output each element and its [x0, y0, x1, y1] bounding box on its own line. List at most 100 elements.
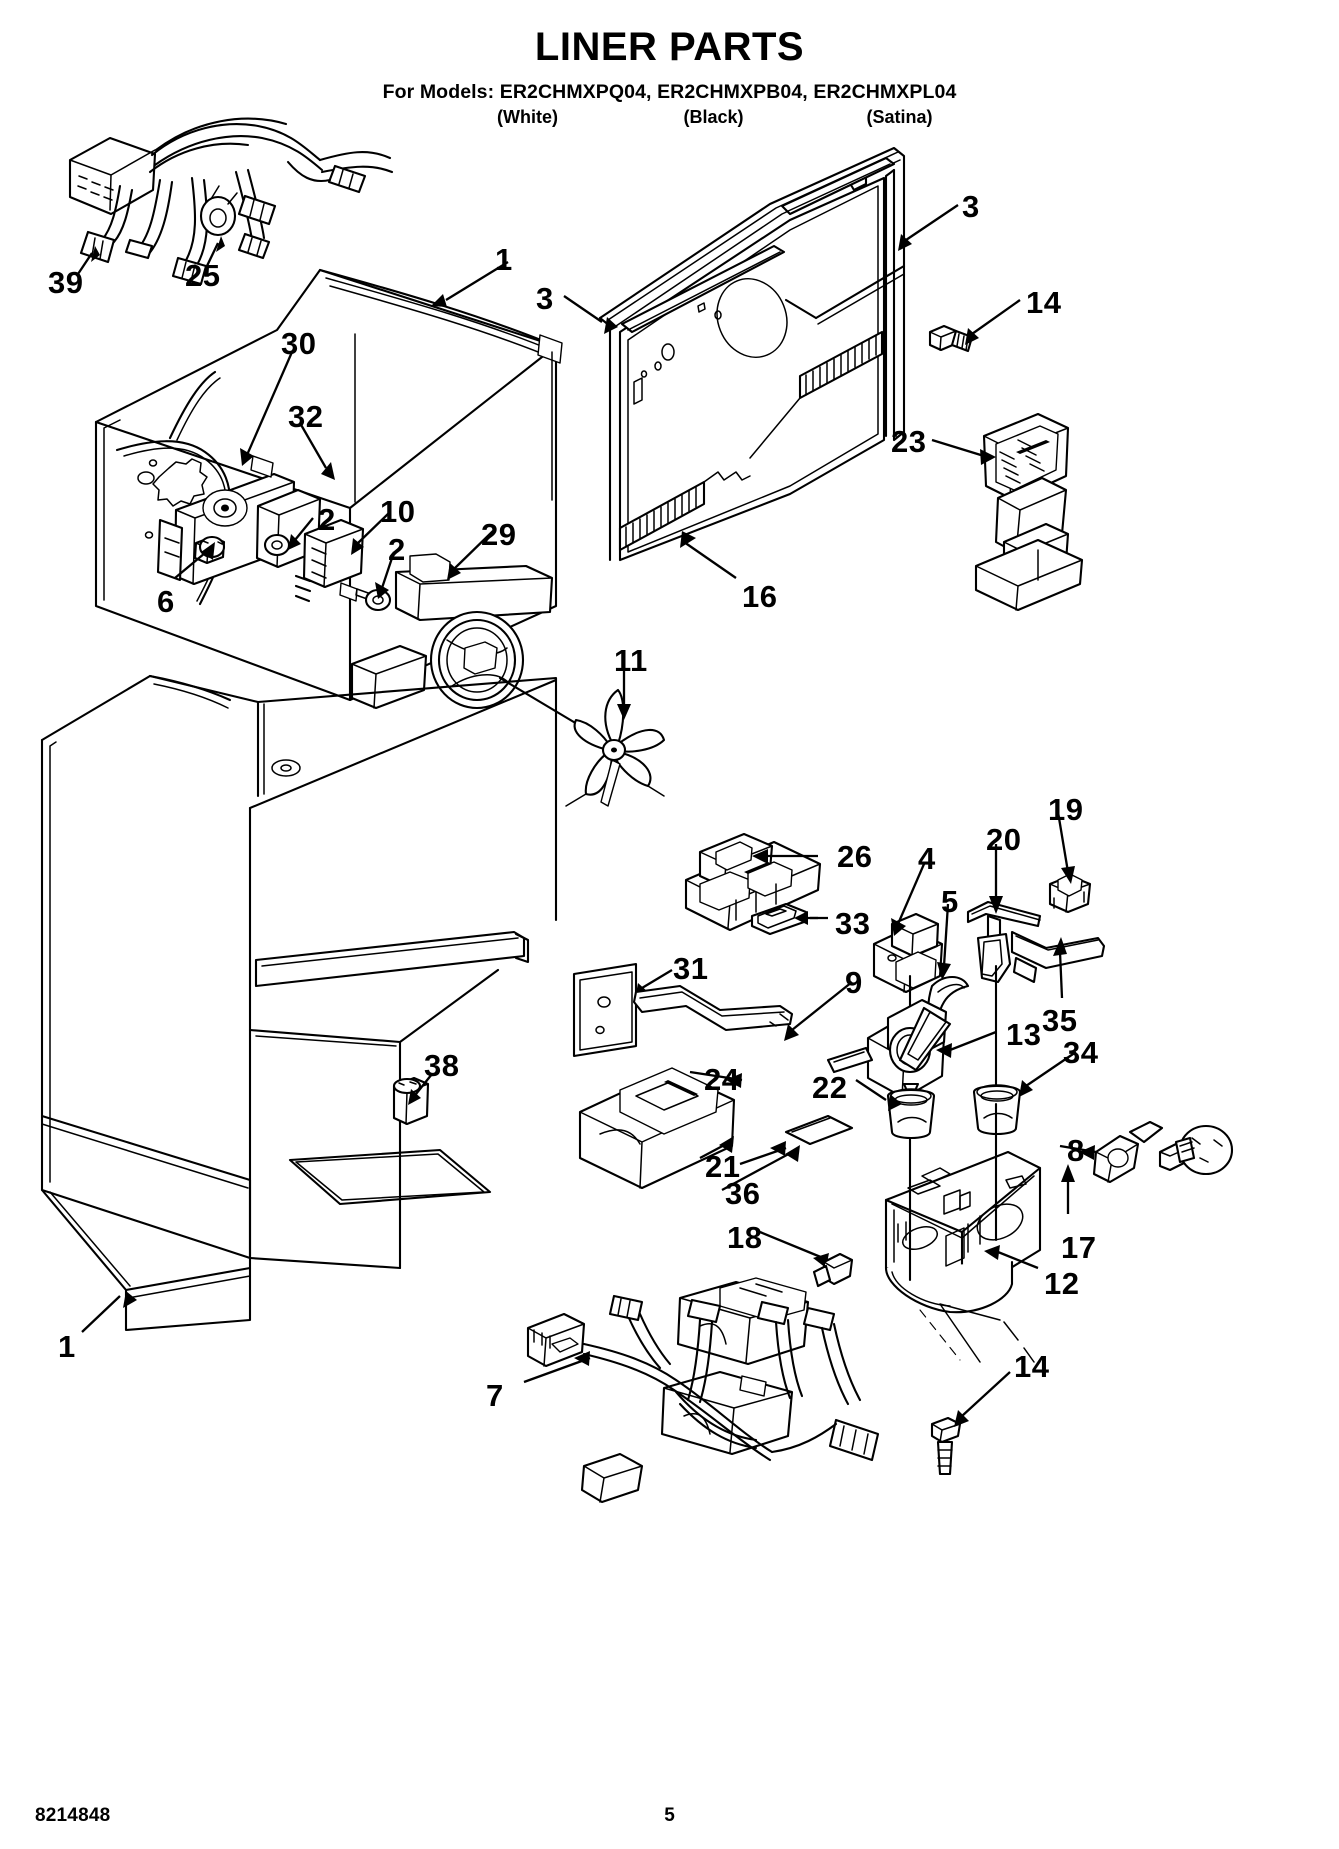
callout-1-upper: 1: [495, 242, 513, 277]
bulb-8: [1094, 1122, 1232, 1182]
leader-9: [792, 982, 852, 1030]
callout-38: 38: [424, 1048, 460, 1083]
ice-ejector-13: [828, 1000, 950, 1160]
page-footer: 8214848 5: [0, 1779, 1339, 1849]
bracket-9: [634, 986, 792, 1030]
module-4: [874, 914, 942, 1122]
leader-18: [760, 1232, 828, 1260]
leader-3-right: [906, 205, 958, 240]
plate-31: [574, 964, 636, 1056]
rear-panel-assembly: [600, 148, 904, 560]
document-number: 8214848: [35, 1805, 111, 1826]
color-label-black: (Black): [683, 107, 744, 128]
callout-12: 12: [1044, 1266, 1080, 1301]
callout-10: 10: [380, 494, 416, 529]
callout-9: 9: [845, 965, 863, 1000]
leader-29: [455, 531, 493, 568]
callout-19: 19: [1048, 792, 1084, 827]
callout-31: 31: [673, 951, 709, 986]
leader-3-left: [564, 296, 602, 322]
leader-14-bottom: [962, 1372, 1010, 1416]
color-label-white: (White): [497, 107, 558, 128]
refrigerator-cabinet-1: [42, 676, 556, 1330]
wire-harness-top-part: [70, 119, 392, 284]
callout-33: 33: [835, 906, 871, 941]
callout-11: 11: [614, 643, 648, 678]
callout-21: 21: [705, 1149, 741, 1184]
callout-16: 16: [742, 579, 778, 614]
callout-24: 24: [704, 1062, 740, 1097]
wire-harness-bottom-7: [528, 1296, 878, 1502]
page-title: LINER PARTS: [534, 25, 805, 69]
callout-18: 18: [727, 1220, 763, 1255]
plate-36: [786, 1116, 852, 1144]
callout-26: 26: [837, 839, 873, 874]
leader-25: [206, 243, 218, 268]
leader-38: [416, 1074, 432, 1094]
leader-5: [944, 904, 948, 966]
page-header: LINER PARTS For Models: ER2CHMXPQ04, ER2…: [0, 0, 1339, 128]
color-label-satina: (Satina): [866, 107, 933, 128]
leader-1-lower: [82, 1296, 120, 1332]
leader-7: [524, 1358, 590, 1382]
callout-39: 39: [48, 265, 84, 300]
callout-34: 34: [1063, 1035, 1099, 1070]
callout-4: 4: [918, 841, 936, 876]
screw-14-top: [930, 326, 972, 351]
ice-bucket-housing-12: [886, 1104, 1040, 1362]
leader-19: [1058, 812, 1068, 872]
bin-24: [580, 1068, 734, 1188]
arm-35: [1012, 932, 1104, 982]
callout-2-b: 2: [388, 532, 406, 567]
callout-30: 30: [281, 326, 317, 361]
leader-34: [1026, 1052, 1076, 1086]
callout-1-lower: 1: [58, 1329, 76, 1364]
callout-35: 35: [1042, 1003, 1078, 1038]
leader-16: [684, 542, 736, 578]
leader-32: [300, 423, 326, 468]
leader-1-upper: [446, 262, 508, 300]
freezer-liner-body: [96, 270, 562, 708]
page-number: 5: [664, 1805, 675, 1826]
callout-6: 6: [157, 584, 175, 619]
bulb-17: [814, 1254, 852, 1286]
callout-13: 13: [1006, 1017, 1042, 1052]
leader-22: [856, 1080, 886, 1100]
fan-blade-11: [500, 678, 664, 806]
leader-35: [1060, 952, 1062, 998]
leader-30: [247, 352, 292, 455]
callout-22: 22: [812, 1070, 848, 1105]
dispenser-control-23: [976, 414, 1082, 610]
callout-32: 32: [288, 399, 324, 434]
callout-20: 20: [986, 822, 1022, 857]
lever-arm-20: [968, 902, 1040, 1122]
callout-7: 7: [486, 1378, 504, 1413]
callout-14-bottom: 14: [1014, 1349, 1050, 1384]
leader-10: [358, 512, 390, 543]
callout-17: 17: [1061, 1230, 1097, 1265]
color-labels: (White) (Black) (Satina): [0, 107, 1339, 128]
leader-4: [898, 864, 924, 924]
callout-14-top: 14: [1026, 285, 1062, 320]
leader-36: [722, 1150, 796, 1190]
screw-14-bottom: [932, 1418, 960, 1474]
leader-14-top: [972, 300, 1020, 334]
callout-5: 5: [941, 884, 959, 919]
light-housing-26: [686, 834, 820, 930]
leader-39: [78, 253, 92, 274]
leader-12: [998, 1252, 1038, 1268]
leader-2-a: [295, 518, 313, 540]
callout-3-right: 3: [962, 189, 980, 224]
callout-8: 8: [1067, 1133, 1085, 1168]
callout-3-left: 3: [536, 281, 554, 316]
callout-25: 25: [185, 258, 221, 293]
model-list: For Models: ER2CHMXPQ04, ER2CHMXPB04, ER…: [382, 81, 957, 103]
leader-31: [642, 970, 672, 988]
leader-23: [932, 440, 984, 456]
leader-2-b: [382, 552, 394, 588]
callout-2-a: 2: [318, 502, 336, 537]
callout-36: 36: [725, 1176, 761, 1211]
callout-23: 23: [891, 424, 927, 459]
